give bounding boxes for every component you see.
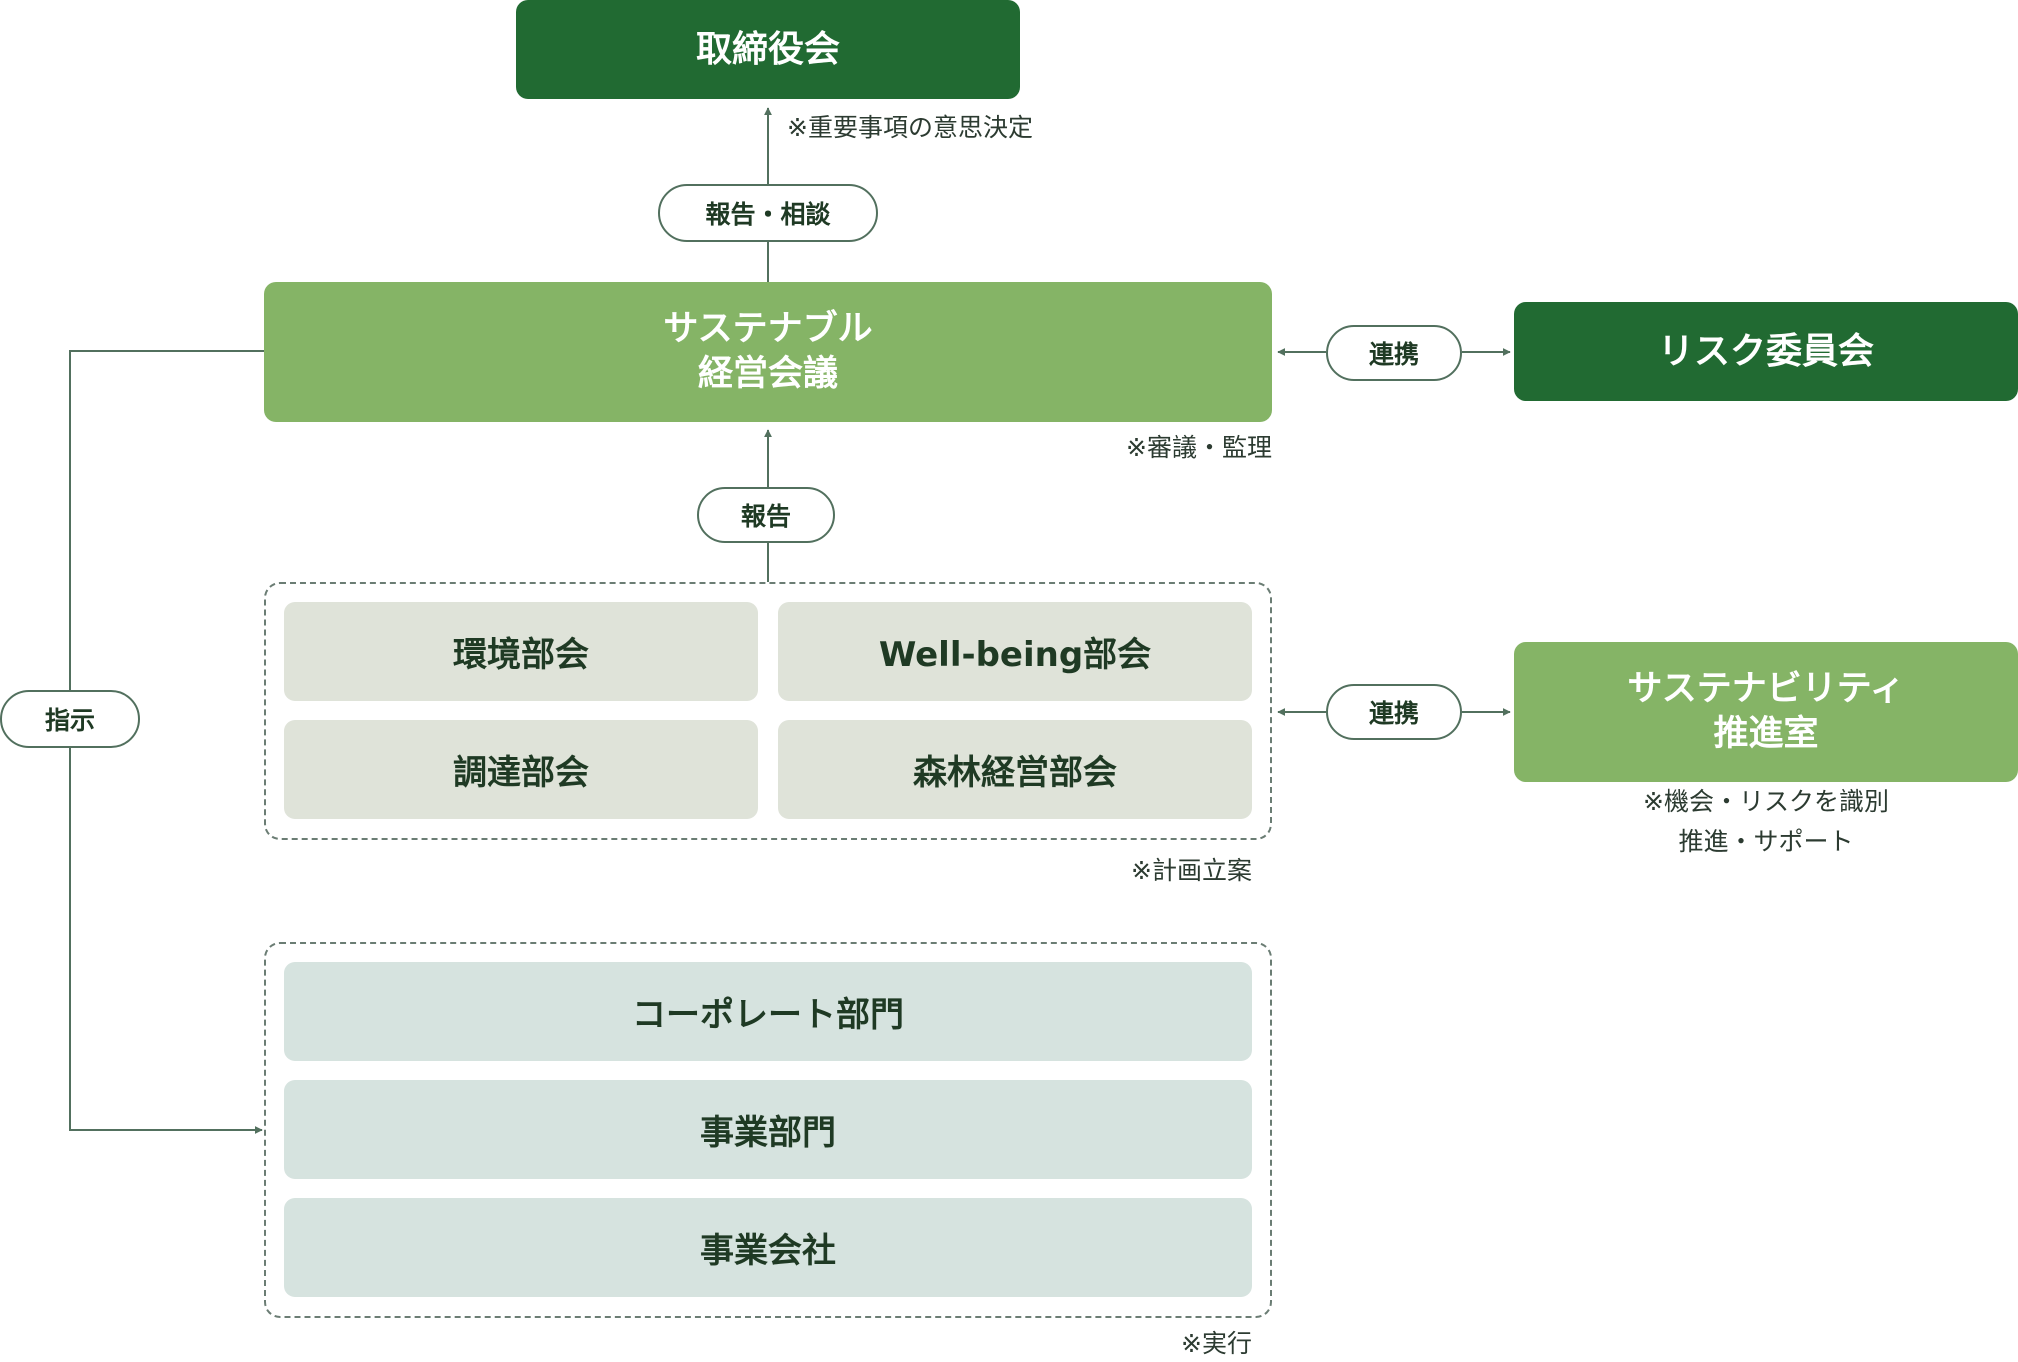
subcommittee-environment: 環境部会 (284, 602, 758, 701)
subcommittee-group (264, 582, 1272, 840)
office-note: ※機会・リスクを識別 推進・サポート (1643, 787, 1889, 856)
subcommittee-procurement: 調達部会 (284, 720, 758, 819)
report-label: 報告 (697, 487, 835, 543)
division-business: 事業部門 (284, 1080, 1252, 1179)
division-group-companies: 事業会社 (284, 1198, 1252, 1297)
risk-committee-box: リスク委員会 (1514, 302, 2018, 401)
division-group (264, 942, 1272, 1318)
report-consult-label: 報告・相談 (658, 184, 878, 242)
division-note: ※実行 (1181, 1329, 1252, 1358)
subcommittee-wellbeing: Well-being部会 (778, 602, 1252, 701)
sustainability-office-box: サステナビリティ 推進室 (1514, 642, 2018, 782)
board-box: 取締役会 (516, 0, 1020, 99)
subcommittee-forest-management: 森林経営部会 (778, 720, 1252, 819)
collab-office-label: 連携 (1326, 684, 1462, 740)
sustainable-council-box: サステナブル 経営会議 (264, 282, 1272, 422)
division-corporate: コーポレート部門 (284, 962, 1252, 1061)
board-note: ※重要事項の意思決定 (787, 113, 1033, 142)
council-note: ※審議・監理 (1126, 433, 1272, 462)
instruct-label: 指示 (0, 690, 140, 748)
subcommittee-note: ※計画立案 (1131, 856, 1252, 885)
collab-risk-label: 連携 (1326, 325, 1462, 381)
